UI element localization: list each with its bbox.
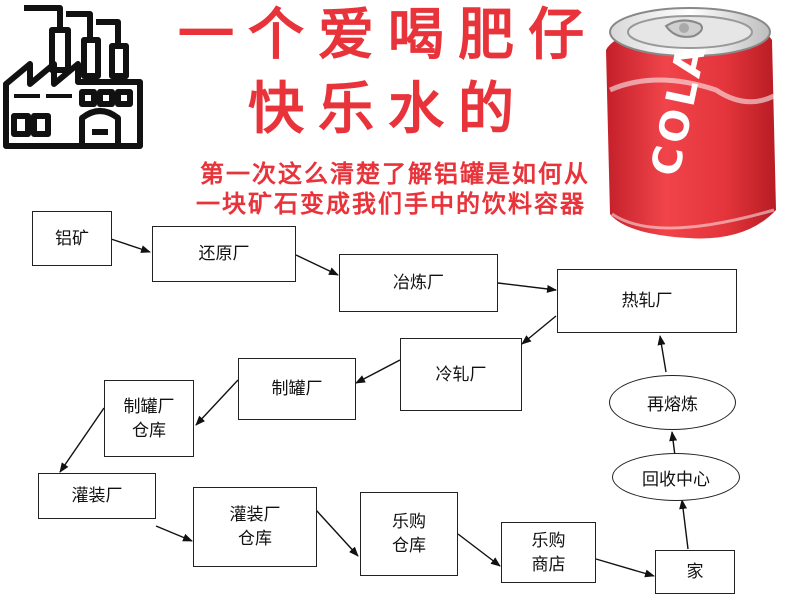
node-cold-rolling: 冷轧厂 [400,338,522,411]
node-reduction-plant: 还原厂 [152,226,296,282]
node-lego-warehouse: 乐购 仓库 [360,492,458,576]
node-bauxite: 铝矿 [32,211,112,266]
node-home: 家 [655,550,735,594]
cola-can-icon: COLA [606,7,776,239]
arrow-reduction-smelter [295,254,339,276]
arrow-legowarehouse-legostore [457,533,501,567]
arrow-recycling-remelting [669,431,678,457]
node-recycling-center: 回收中心 [612,453,740,501]
arrow-canplant-canwarehouse [195,379,239,426]
factory-icon [3,5,143,149]
arrow-remelting-hotroll [657,335,667,373]
arrow-home-recycling [679,499,689,550]
node-filling-plant: 灌装厂 [38,473,156,519]
node-smelter: 冶炼厂 [339,254,498,312]
node-can-warehouse: 制罐厂 仓库 [104,380,194,457]
arrow-canwarehouse-filling [59,407,105,473]
node-lego-store: 乐购 商店 [501,522,596,583]
arrow-hotroll-coldroll [521,315,557,345]
arrow-smelter-hotroll [497,282,557,293]
page-title-line2: 快乐水的 [248,77,528,142]
arrow-fillingwarehouse-legowarehouse [315,509,359,557]
arrow-bauxite-reduction [110,238,151,253]
node-remelting: 再熔炼 [609,375,736,430]
arrow-legostore-home [595,558,655,578]
page-title-line1: 一个爱喝肥仔 [178,3,598,68]
subtitle-line1: 第一次这么清楚了解铝罐是如何从 [200,160,590,188]
node-hot-rolling: 热轧厂 [557,269,737,333]
arrow-filling-fillingwarehouse [155,525,193,542]
subtitle-line2: 一块矿石变成我们手中的饮料容器 [196,190,586,218]
node-can-plant: 制罐厂 [238,358,356,420]
node-filling-warehouse: 灌装厂 仓库 [193,487,317,567]
arrow-coldroll-canplant [355,359,401,384]
